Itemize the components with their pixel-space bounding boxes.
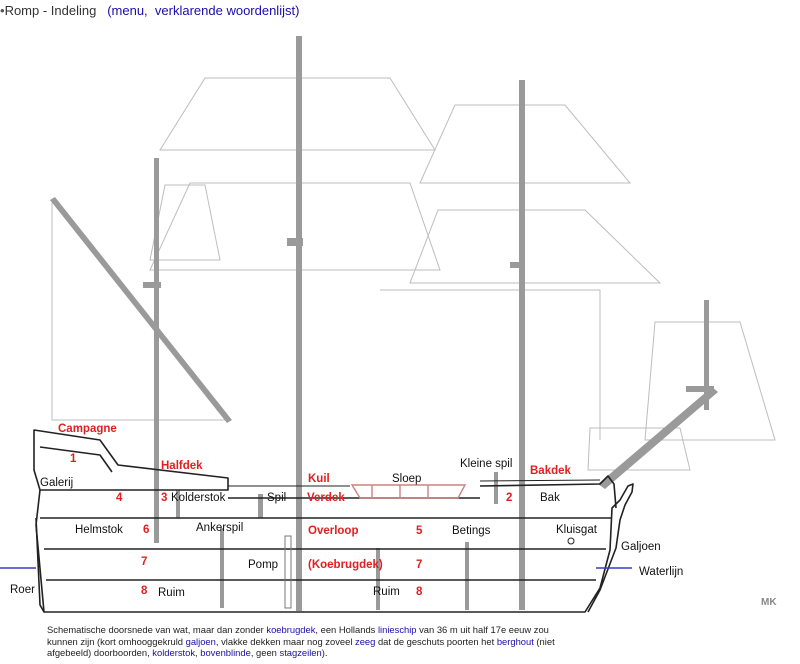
label-1: 1 <box>70 453 77 465</box>
hull <box>33 429 634 613</box>
signature: MK <box>761 597 777 608</box>
label-2: 2 <box>506 492 512 504</box>
link-kolderstok[interactable]: kolderstok <box>152 647 196 659</box>
label-6: 6 <box>143 524 149 536</box>
label-halfdek: Halfdek <box>161 460 203 472</box>
stern-frame <box>35 517 45 613</box>
label-kleine-spil: Kleine spil <box>460 458 512 470</box>
hull-outline <box>35 483 634 613</box>
spritsail <box>587 427 691 471</box>
label-koebrugdek: (Koebrugdek) <box>308 559 383 571</box>
hawse-hole <box>567 537 575 545</box>
bowsprit <box>598 387 718 489</box>
label-7a: 7 <box>141 556 147 568</box>
main-top <box>287 238 303 246</box>
caption-text: , vlakke dekken maar nog zoveel <box>215 635 356 647</box>
page-title: Romp - Indeling <box>4 3 97 18</box>
link-stagzeilen[interactable]: stagzeilen <box>279 647 322 659</box>
link-berghout[interactable]: berghout <box>496 635 534 647</box>
sails <box>51 77 776 471</box>
label-bakdek: Bakdek <box>530 465 572 477</box>
label-galerij: Galerij <box>40 477 73 489</box>
mizzen-yard <box>50 197 232 423</box>
fore-topsail <box>419 104 632 184</box>
fore-staysail-frame <box>380 289 601 440</box>
caption-text: ). <box>321 647 328 659</box>
caption-text: dat de geschuts poorten het <box>375 635 497 647</box>
fore-course <box>409 209 662 284</box>
label-kluisgat: Kluisgat <box>556 524 598 536</box>
mizzen-top <box>143 282 161 288</box>
bullet: • <box>0 3 5 18</box>
labels: Campagne 1 Halfdek Galerij 4 3 Koldersto… <box>10 423 777 608</box>
fore-top <box>510 262 524 268</box>
deck-rails <box>228 479 601 487</box>
fore-mast <box>519 80 525 610</box>
link-zeeg[interactable]: zeeg <box>355 635 376 647</box>
label-sloep: Sloep <box>392 473 421 485</box>
label-7b: 7 <box>416 559 422 571</box>
sprit-top <box>686 386 714 392</box>
pump <box>284 535 292 609</box>
sprit-topmast <box>704 300 709 410</box>
label-overloop: Overloop <box>308 525 358 537</box>
label-galjoen: Galjoen <box>621 541 661 553</box>
label-kolderstok: Kolderstok <box>171 492 226 504</box>
label-pomp: Pomp <box>248 559 278 571</box>
label-ruim-b: Ruim <box>373 586 400 598</box>
poop-outline <box>33 429 229 491</box>
label-helmstok: Helmstok <box>75 524 123 536</box>
mizzen-topsail <box>149 184 221 261</box>
paren-open: ( <box>107 3 112 18</box>
label-bak: Bak <box>540 492 560 504</box>
label-ankerspil: Ankerspil <box>196 522 243 534</box>
label-4: 4 <box>116 492 123 504</box>
poop-inner <box>39 446 113 473</box>
diagram-caption: Schematische doorsnede van wat, maar dan… <box>47 624 567 659</box>
kleine-spil-post <box>494 472 498 504</box>
link-koebrugdek[interactable]: koebrugdek <box>266 624 316 635</box>
link-galjoen[interactable]: galjoen <box>185 635 216 647</box>
kolderstok-post <box>176 490 180 518</box>
caption-text: van 36 m uit half 17e eeuw zou kunnen zi… <box>47 624 549 647</box>
glossary-link[interactable]: verklarende woordenlijst <box>154 3 296 18</box>
label-ruim-a: Ruim <box>158 587 185 599</box>
mizzen-mast <box>154 158 159 543</box>
caption-text: , <box>195 647 201 659</box>
hold-post <box>376 548 380 610</box>
caption-text: Schematische doorsnede van wat, maar dan… <box>47 624 267 635</box>
label-betings: Betings <box>452 525 491 537</box>
main-course <box>149 182 441 271</box>
caption-text: , een Hollands <box>315 624 378 635</box>
label-8a: 8 <box>141 585 148 597</box>
label-3: 3 <box>161 492 167 504</box>
main-mast <box>296 36 302 611</box>
label-spil: Spil <box>267 492 286 504</box>
label-campagne: Campagne <box>58 423 117 435</box>
link-linieschip[interactable]: linieschip <box>377 624 417 635</box>
label-8b: 8 <box>416 586 423 598</box>
spil-post <box>258 494 263 518</box>
label-5: 5 <box>416 525 423 537</box>
page-header: •Romp - Indeling (menu, verklarende woor… <box>0 3 299 18</box>
caption-text: (niet afgebeeld) doorboorden, <box>47 635 555 659</box>
sloop <box>350 484 467 499</box>
label-verdek: Verdek <box>307 492 345 504</box>
link-bovenblinde[interactable]: bovenblinde <box>200 647 251 659</box>
masts <box>50 36 718 611</box>
ankerspil-post <box>220 528 224 608</box>
label-roer: Roer <box>10 584 35 596</box>
sprit-topsail <box>644 321 776 441</box>
paren-close: ) <box>295 3 300 18</box>
caption-text: , geen <box>250 647 280 659</box>
label-kuil: Kuil <box>308 473 330 485</box>
label-waterlijn: Waterlijn <box>639 566 683 578</box>
menu-link[interactable]: menu, <box>111 3 148 18</box>
forecastle <box>479 475 617 509</box>
betings-post <box>465 542 469 610</box>
